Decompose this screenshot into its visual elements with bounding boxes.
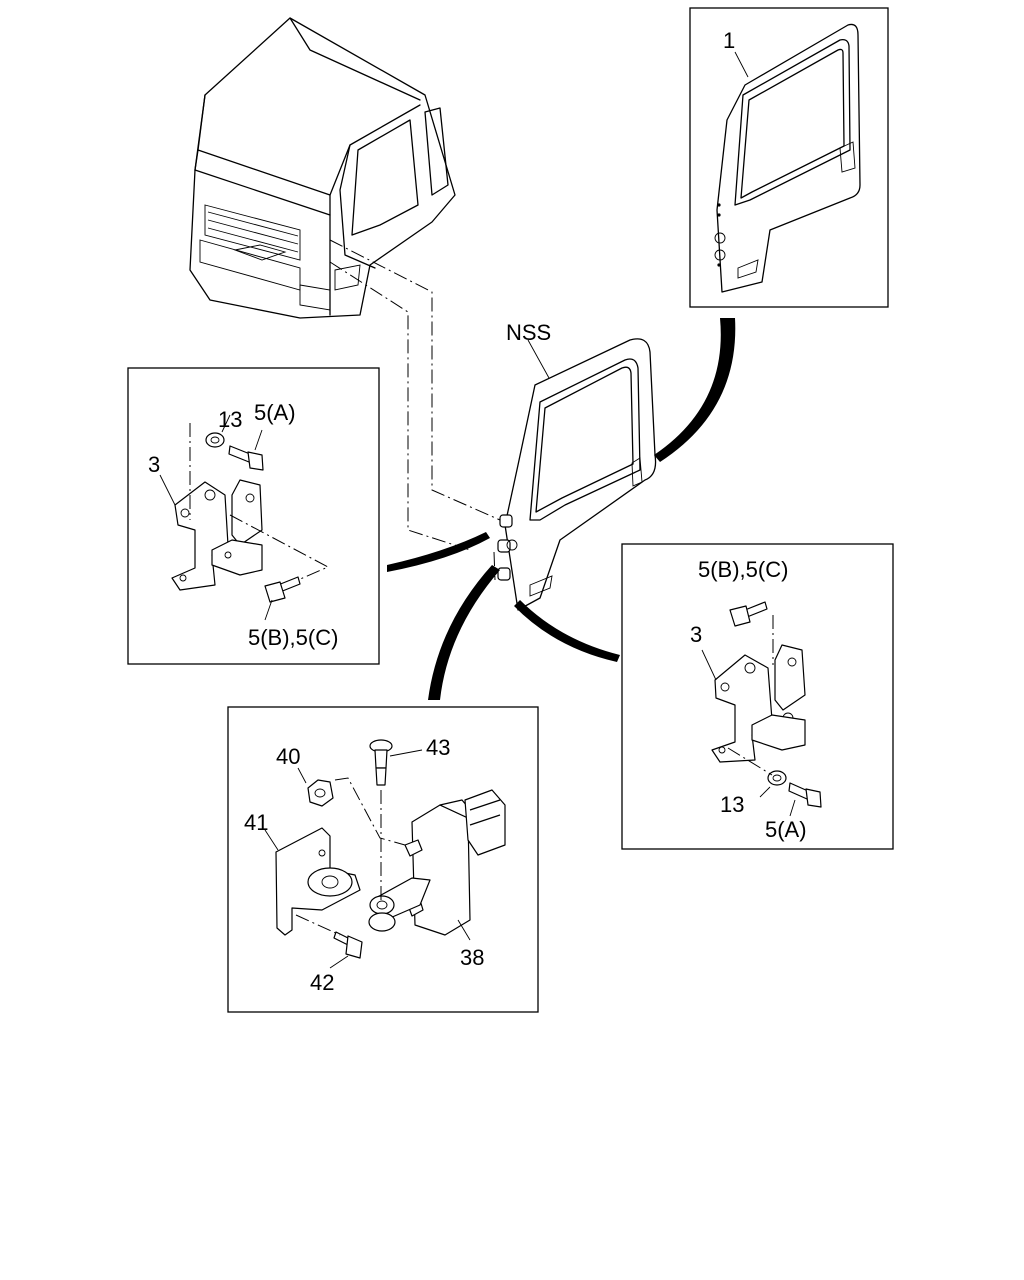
hinge-right [711, 644, 806, 763]
hinge-detail-box-right [621, 543, 894, 850]
pin-43 [369, 739, 393, 786]
label-13-left: 13 [218, 407, 242, 432]
label-43: 43 [426, 735, 450, 760]
label-5a-right: 5(A) [765, 817, 807, 842]
label-13-right: 13 [720, 792, 744, 817]
washer-13-right [767, 770, 787, 786]
hinge-detail-box-left [127, 367, 380, 665]
nss-door [497, 338, 657, 611]
leader-lines [329, 239, 501, 581]
bolt-42 [333, 931, 363, 959]
door-rh [714, 23, 861, 293]
bolt-5bc-left [264, 576, 301, 603]
bolt-5bc-right [729, 601, 768, 627]
label-5bc-right: 5(B),5(C) [698, 557, 788, 582]
truck-cab [189, 17, 456, 319]
label-3-right: 3 [690, 622, 702, 647]
label-41: 41 [244, 810, 268, 835]
door-detail-box [689, 7, 889, 308]
bolt-5a-left [228, 445, 264, 471]
nss-label: NSS [506, 320, 551, 345]
door-checker-38 [368, 789, 506, 936]
bolt-5a-right [788, 782, 822, 808]
hinge-left [171, 479, 263, 591]
label-38: 38 [460, 945, 484, 970]
door-number-label: 1 [723, 28, 735, 53]
checker-detail-box [227, 706, 539, 1013]
door-checker-bracket [275, 827, 361, 936]
washer-13-left [205, 432, 225, 448]
callout-connectors [387, 318, 736, 700]
label-40: 40 [276, 744, 300, 769]
label-5bc-left: 5(B),5(C) [248, 625, 338, 650]
nut-40 [307, 779, 334, 807]
label-5a-left: 5(A) [254, 400, 296, 425]
label-3-left: 3 [148, 452, 160, 477]
label-42: 42 [310, 970, 334, 995]
